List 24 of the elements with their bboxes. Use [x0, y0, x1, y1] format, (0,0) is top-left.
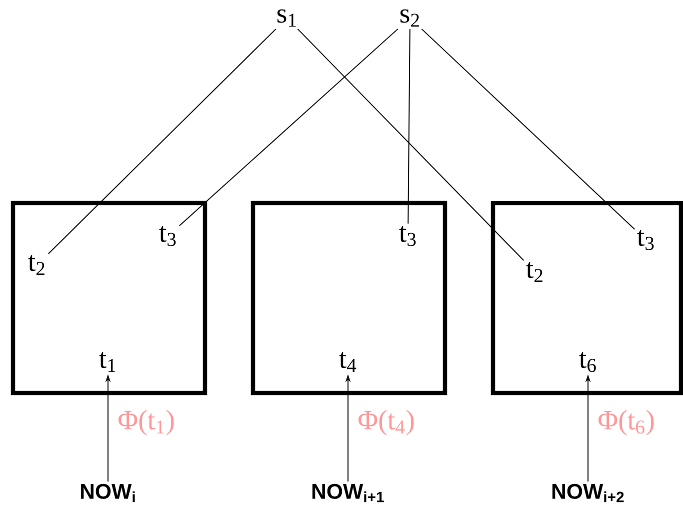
connector-line	[297, 28, 524, 261]
frame-box	[490, 200, 683, 396]
now-label: NOW$_{i+2}$	[552, 484, 624, 502]
edge-label: Φ(t$_{4}$)	[356, 408, 416, 437]
term-label: t$_{3}$	[637, 230, 654, 250]
frame-box	[250, 200, 448, 396]
connector-line	[408, 28, 410, 224]
connector-line	[48, 28, 276, 254]
edge-label: Φ(t$_{1}$)	[116, 408, 176, 437]
edge-label: Φ(t$_{6}$)	[596, 408, 656, 437]
term-label: t$_{2}$	[28, 255, 44, 275]
term-label: s$_{1}$	[277, 9, 296, 27]
term-label: s$_{2}$	[400, 9, 419, 27]
term-label: t$_{4}$	[339, 352, 356, 372]
frame-box	[10, 200, 208, 396]
now-label: NOW$_{i}$	[80, 484, 135, 502]
term-label: t$_{1}$	[99, 352, 116, 372]
connector-line	[178, 28, 398, 226]
term-label: t$_{3}$	[159, 226, 176, 246]
term-label: t$_{3}$	[399, 226, 416, 246]
term-label: t$_{6}$	[579, 352, 596, 372]
connector-line	[421, 28, 636, 230]
now-label: NOW$_{i+1}$	[312, 484, 384, 502]
term-label: t$_{2}$	[526, 262, 542, 282]
